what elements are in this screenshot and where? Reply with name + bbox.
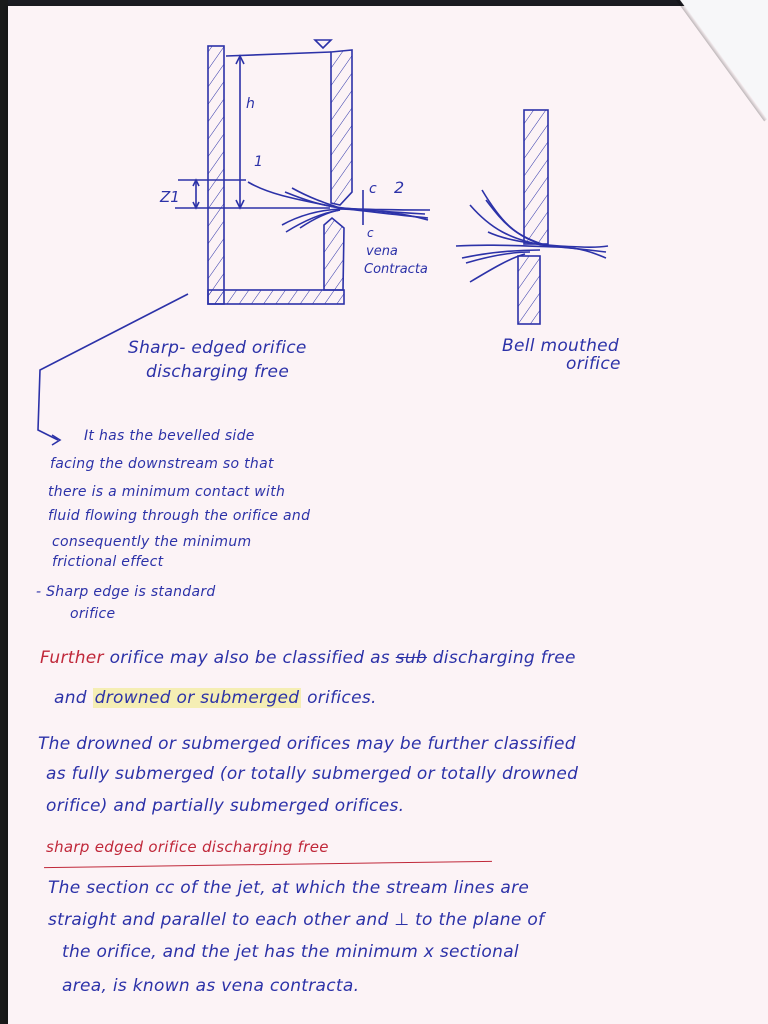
caption-sharp-edged-line2: discharging free [146, 362, 290, 382]
section-line: area, is known as vena contracta. [62, 976, 360, 996]
bullet-sharp-edge-cont: orifice [70, 606, 116, 622]
paragraph-1-text: orifice may also be classified as [109, 648, 390, 668]
paragraph-1-end: discharging free [432, 648, 576, 668]
paragraph-1-line-2: and drowned or submerged orifices. [54, 688, 377, 708]
label-c-bottom: c [367, 226, 374, 240]
struck-word: sub [395, 648, 427, 668]
highlighted-phrase: drowned or submerged [92, 688, 302, 708]
section-line: the orifice, and the jet has the minimum… [62, 942, 519, 962]
label-point-2: 2 [394, 178, 404, 197]
note-line: frictional effect [52, 554, 164, 570]
paragraph-1-line-1: Further orifice may also be classified a… [40, 648, 576, 668]
note-line: It has the bevelled side [84, 428, 255, 444]
label-h: h [246, 96, 255, 112]
label-point-1: 1 [254, 154, 263, 170]
caption-sharp-edged-line1: Sharp- edged orifice [128, 338, 307, 358]
notebook-page [8, 6, 768, 1024]
bullet-sharp-edge: - Sharp edge is standard [36, 584, 216, 600]
paragraph-2-line: as fully submerged (or totally submerged… [46, 764, 579, 784]
note-line: facing the downstream so that [50, 456, 274, 472]
folded-page-corner [680, 0, 768, 120]
caption-bell-mouthed-line1: Bell mouthed [502, 336, 619, 356]
paragraph-2-line: The drowned or submerged orifices may be… [38, 734, 576, 754]
further-word: Further [40, 648, 104, 668]
paragraph-1-orifices: orifices. [307, 688, 377, 708]
label-z1: Z1 [159, 188, 180, 206]
label-contracta: Contracta [364, 262, 428, 277]
note-line: there is a minimum contact with [48, 484, 286, 500]
paragraph-1-and: and [54, 688, 87, 708]
note-line: fluid flowing through the orifice and [48, 508, 311, 524]
section-line: straight and parallel to each other and … [48, 910, 545, 930]
scan-top-edge [0, 0, 768, 6]
section-heading: sharp edged orifice discharging free [46, 838, 329, 856]
paragraph-2-line: orifice) and partially submerged orifice… [46, 796, 405, 816]
caption-bell-mouthed-line2: orifice [566, 354, 621, 374]
section-line: The section cc of the jet, at which the … [48, 878, 530, 898]
label-vena: vena [366, 244, 398, 259]
label-c-top: c [369, 181, 377, 197]
note-line: consequently the minimum [52, 534, 252, 550]
scan-left-edge [0, 0, 8, 1024]
